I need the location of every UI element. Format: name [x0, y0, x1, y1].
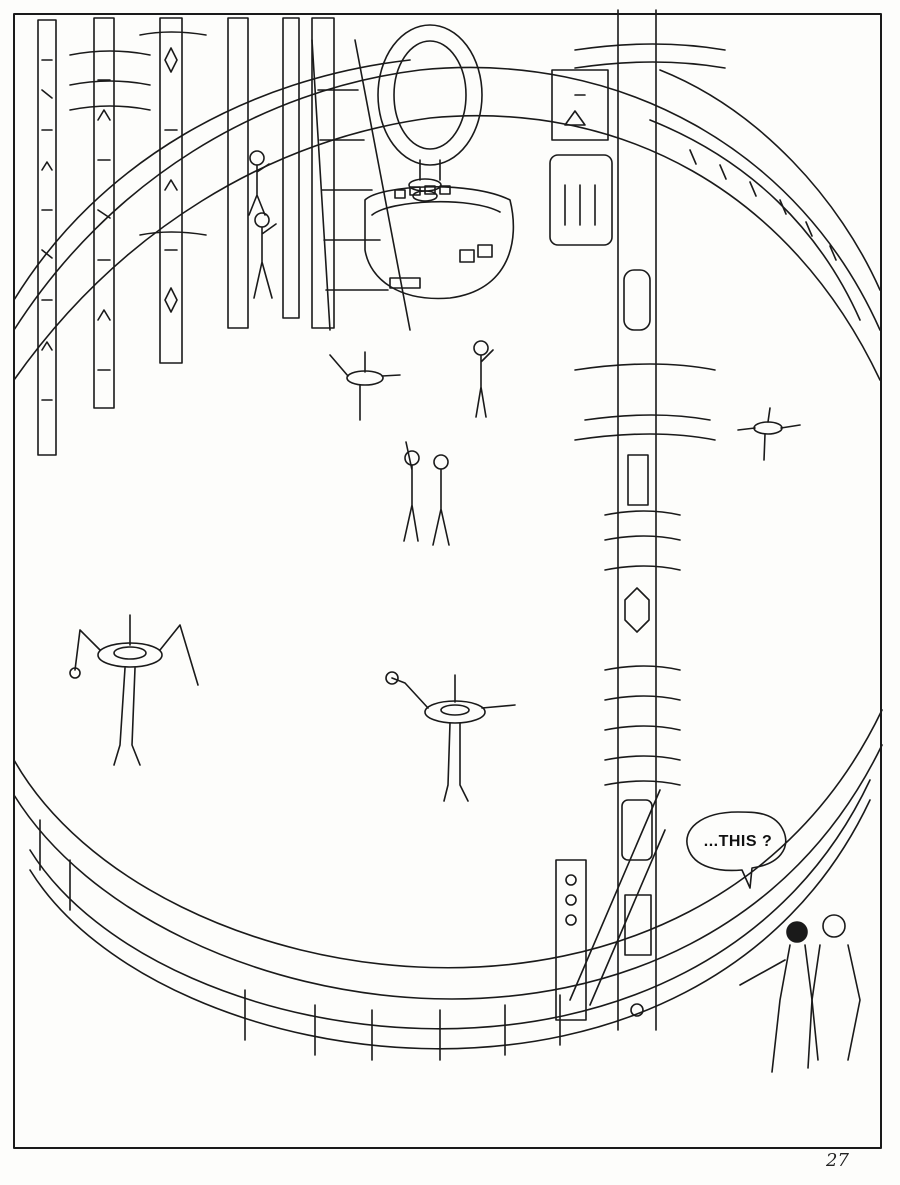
speech-text: ...THIS ? [703, 833, 773, 850]
soldier-standing [473, 340, 494, 418]
control-platform [364, 185, 515, 300]
floor-railing [13, 709, 883, 1061]
panel-border [13, 13, 882, 1149]
speaking-pair [739, 914, 861, 1073]
drone-large-left [69, 614, 199, 766]
upper-railing [13, 59, 881, 381]
left-pillars [37, 17, 335, 456]
soldiers-on-ledge [248, 150, 277, 299]
central-column [549, 9, 726, 1031]
drone-small-center [329, 351, 401, 421]
speech-balloon [686, 811, 787, 889]
drone-small-right [737, 407, 801, 461]
portal-ring [377, 24, 483, 202]
ladder [311, 39, 411, 331]
page-number: 27 [826, 1150, 849, 1171]
drone-large-center [385, 671, 516, 802]
soldier-pair [403, 441, 450, 546]
